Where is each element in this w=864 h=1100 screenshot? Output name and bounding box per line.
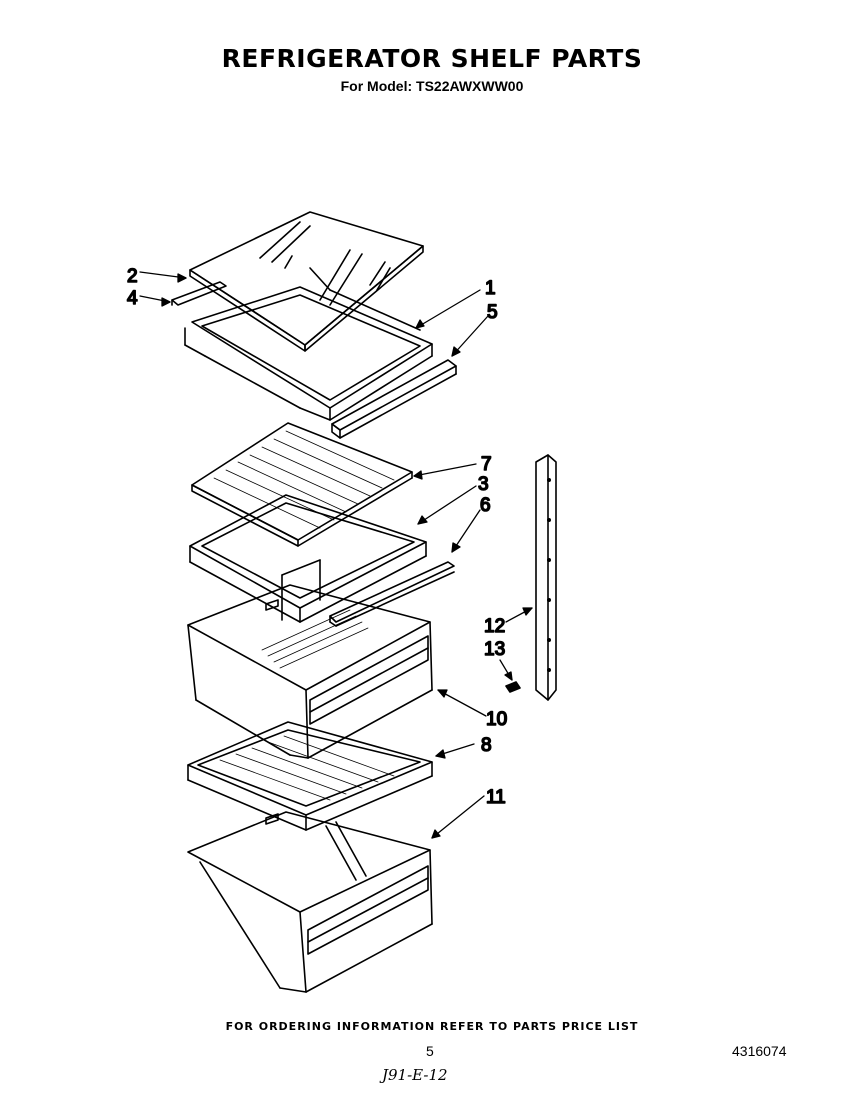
crisper-rear-rail [329, 561, 455, 627]
crisper-cover-frame [189, 494, 427, 623]
callout-12: 12 [484, 616, 505, 637]
callout-11: 11 [486, 787, 506, 808]
shelf-rear-rail [331, 359, 457, 439]
callout-1: 1 [485, 278, 496, 299]
callout-13: 13 [484, 639, 505, 660]
shelf-frame [184, 267, 433, 421]
page-title: REFRIGERATOR SHELF PARTS [221, 44, 643, 73]
callout-4: 4 [127, 288, 138, 309]
vertical-shelf-rail [535, 454, 557, 701]
page-number: 5 [426, 1043, 434, 1059]
callout-6: 6 [480, 495, 491, 516]
rail-screw [505, 681, 521, 693]
handwritten-mark: J91-E-12 [382, 1066, 448, 1084]
document-number: 4316074 [732, 1043, 787, 1059]
callout-5: 5 [487, 302, 498, 323]
callout-8: 8 [481, 735, 492, 756]
ordering-info-note: FOR ORDERING INFORMATION REFER TO PARTS … [225, 1020, 639, 1033]
lower-crisper-cover [187, 721, 433, 831]
model-subtitle: For Model: TS22AWXWW00 [340, 78, 524, 94]
callout-3: 3 [478, 474, 489, 495]
upper-crisper-drawer [187, 559, 433, 759]
shelf-front-trim [171, 281, 227, 306]
callout-7: 7 [481, 454, 492, 475]
glass-shelf [189, 211, 424, 352]
callout-10: 10 [486, 709, 507, 730]
lower-crisper-drawer [187, 811, 433, 993]
callout-2: 2 [127, 266, 138, 287]
callout-leaders [139, 271, 533, 839]
